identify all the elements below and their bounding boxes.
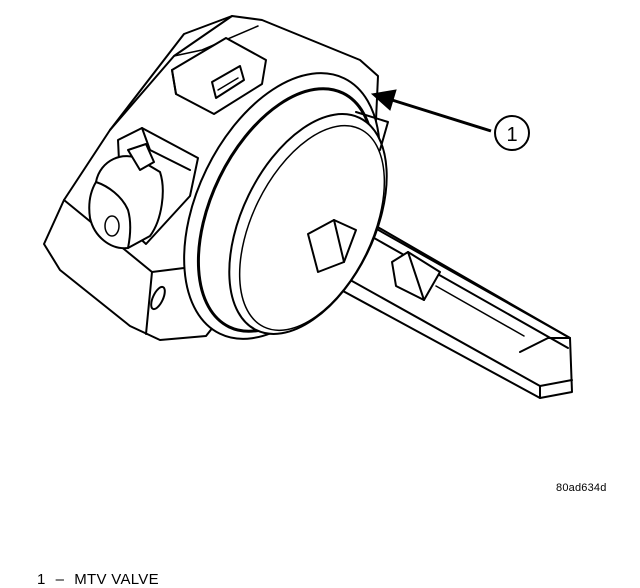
figure-id-code: 80ad634d: [556, 482, 607, 494]
mtv-valve-illustration: 1: [43, 15, 573, 399]
locating-knob: [88, 127, 199, 250]
callout-1-number: 1: [506, 124, 517, 146]
callout-leader: [370, 89, 492, 133]
legend: 1–MTV VALVE: [28, 554, 159, 588]
connector-tab: [171, 37, 267, 115]
mounting-hole: [150, 285, 166, 311]
shaft-stub: [307, 219, 357, 273]
valve-face: [183, 72, 389, 340]
callout-1: 1: [494, 115, 530, 151]
